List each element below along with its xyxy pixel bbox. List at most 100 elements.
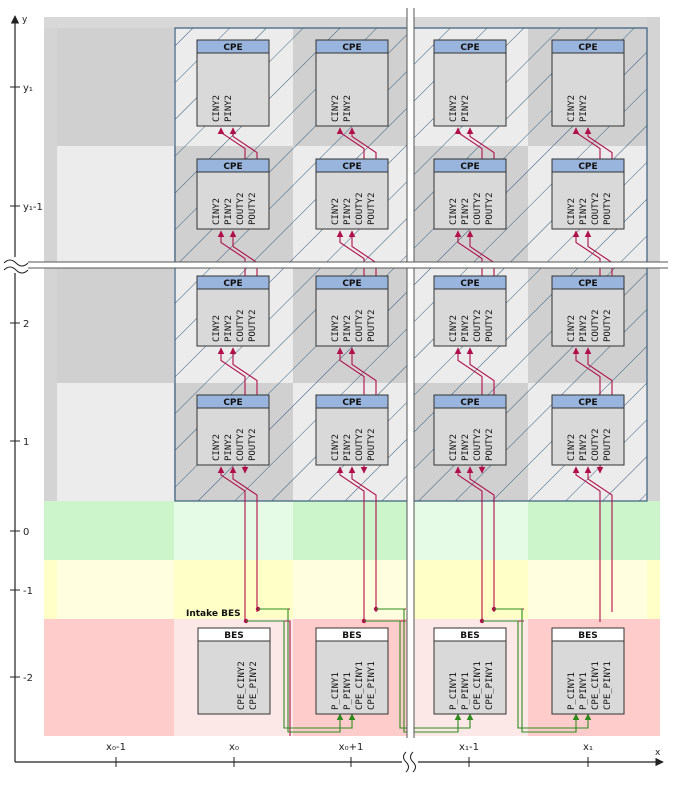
- cpe-header: [433, 158, 507, 173]
- wire-red-arrow: [336, 466, 365, 622]
- cpe-header: [196, 275, 270, 290]
- bes-pin-label: CPE_CINY1: [591, 661, 601, 710]
- cpe-body: [196, 39, 270, 127]
- cpe-pin-label: COUTY2: [473, 428, 483, 461]
- cpe-header: [196, 39, 270, 54]
- bes-body: [433, 627, 507, 715]
- cpe-pin-label: PINY2: [224, 95, 234, 122]
- grid-cell-colored: [528, 560, 647, 619]
- x-axis-break-mark: [403, 751, 409, 773]
- grid-cell-colored: [410, 501, 528, 560]
- cpe-pin-label: POUTY2: [603, 192, 613, 225]
- cpe-pin-label: POUTY2: [367, 192, 377, 225]
- cpe-title: CPE: [578, 43, 597, 53]
- grid-cell-colored: [528, 501, 647, 560]
- wire-red-arrow: [348, 466, 377, 612]
- cpe-pin-label: COUTY2: [355, 192, 365, 225]
- grid-cell: [57, 264, 174, 383]
- bes-body: [197, 627, 271, 715]
- cpe-pin-label: COUTY2: [236, 309, 246, 342]
- cpe-pin-label: POUTY2: [367, 428, 377, 461]
- grid-cell: [57, 383, 174, 501]
- cpe-body: [315, 39, 389, 127]
- cpe-pin-label: POUTY2: [248, 428, 258, 461]
- grid-right-colored: [647, 619, 660, 736]
- cpe-pin-label: COUTY2: [236, 192, 246, 225]
- cpe-title: CPE: [578, 279, 597, 289]
- cpe-title: CPE: [342, 398, 361, 408]
- axis-break-layer: [10, 8, 668, 738]
- cpe-pin-label: PINY2: [224, 434, 234, 461]
- cpe-title: CPE: [223, 279, 242, 289]
- bes-title: BES: [224, 631, 244, 641]
- grid-cell-colored: [293, 501, 410, 560]
- cpe-pin-label: CINY2: [331, 95, 341, 122]
- grid-cell: [57, 146, 174, 264]
- wire-green: [494, 608, 580, 733]
- cpe-pin-label: POUTY2: [485, 192, 495, 225]
- cpe-pin-label: PINY2: [224, 315, 234, 342]
- y-axis-break-mask: [4, 257, 28, 273]
- cpe-pin-label: PINY2: [343, 315, 353, 342]
- cpe-header: [433, 394, 507, 409]
- cpe-header: [196, 158, 270, 173]
- cpe-header: [433, 39, 507, 54]
- grid-cell-colored: [57, 619, 174, 736]
- bes-pin-label: P_CINY1: [567, 672, 577, 710]
- wire-red-arrow: [572, 230, 601, 290]
- cpe-pin-label: COUTY2: [236, 428, 246, 461]
- x-tick-label: x₀-1: [106, 742, 126, 753]
- wire-red-arrow: [572, 347, 601, 409]
- cpe-pin-label: PINY2: [461, 315, 471, 342]
- cpe-title: CPE: [460, 398, 479, 408]
- wire-red-arrow: [336, 230, 365, 290]
- cpe-pin-label: PINY2: [579, 95, 589, 122]
- bes-pin-label: CPE_PINY2: [249, 661, 259, 710]
- bes-pin-label: CPE_CINY1: [355, 661, 365, 710]
- bes-pin-label: CPE_PINY1: [367, 661, 377, 710]
- x-axis-break-mark: [410, 751, 416, 773]
- bes-title: BES: [342, 631, 362, 641]
- wire-red-arrow: [229, 466, 258, 612]
- cpe-pin-label: CINY2: [449, 198, 459, 225]
- x-axis-break-mask: [402, 752, 418, 774]
- x-tick-label: x₁-1: [459, 742, 479, 753]
- x-break-gap: [407, 8, 414, 738]
- y-tick-label: 2: [23, 319, 29, 330]
- grid-right-colored: [647, 560, 660, 619]
- cpe-pin-label: PINY2: [579, 198, 589, 225]
- cpe-pin-label: POUTY2: [603, 309, 613, 342]
- cpe-body: [433, 39, 507, 127]
- cpe-pin-label: PINY2: [461, 198, 471, 225]
- cpe-pin-label: COUTY2: [591, 428, 601, 461]
- x-tick-label: x₀+1: [339, 742, 364, 753]
- cpe-title: CPE: [460, 279, 479, 289]
- y-tick-label: -1: [23, 586, 33, 597]
- cpe-pin-label: CINY2: [449, 95, 459, 122]
- wire-red-arrow: [217, 230, 246, 290]
- cpe-title: CPE: [223, 398, 242, 408]
- cpe-title: CPE: [223, 43, 242, 53]
- cpe-header: [433, 275, 507, 290]
- cpe-header: [196, 394, 270, 409]
- bes-pin-label: CPE_CINY2: [237, 661, 247, 710]
- cpe-pin-label: CINY2: [449, 315, 459, 342]
- wire-red-arrow: [466, 466, 495, 612]
- grid-cell-colored: [174, 501, 293, 560]
- cpe-pin-label: CINY2: [212, 434, 222, 461]
- y-tick-label: -2: [23, 673, 33, 684]
- grid-left-colored: [44, 619, 57, 736]
- cpe-pin-label: COUTY2: [591, 192, 601, 225]
- cpe-pin-label: PINY2: [461, 95, 471, 122]
- grid-left-colored: [44, 560, 57, 619]
- cpe-body: [551, 39, 625, 127]
- grid-right-colored: [647, 501, 660, 560]
- y-tick-label: y₁-1: [23, 202, 43, 213]
